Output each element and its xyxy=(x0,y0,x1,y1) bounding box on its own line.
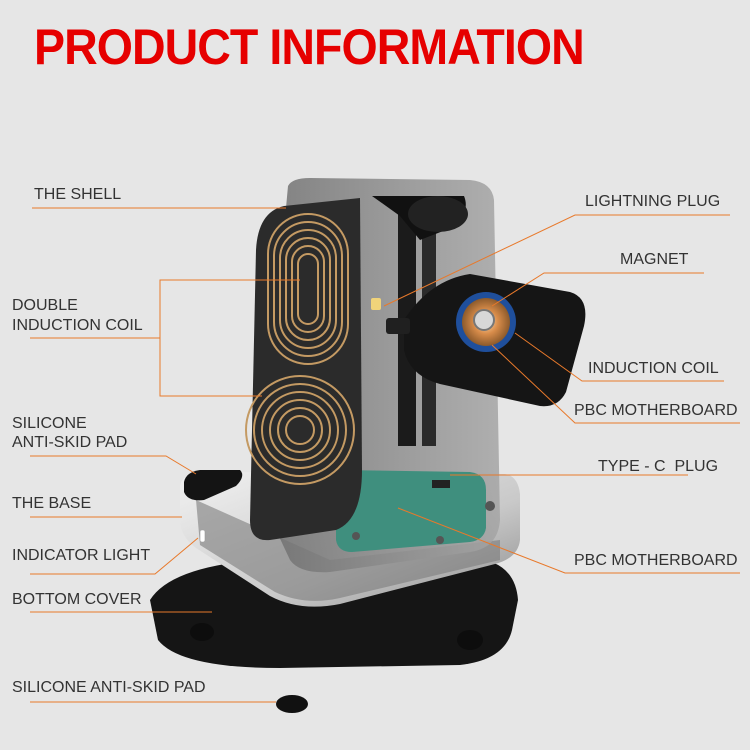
pcb-motherboard-bottom xyxy=(336,470,486,552)
page-title: PRODUCT INFORMATION xyxy=(34,19,585,75)
double-induction-coil xyxy=(245,213,355,485)
label-indicator-light: INDICATOR LIGHT xyxy=(12,547,151,564)
silicone-anti-skid-pad xyxy=(184,470,243,501)
lightning-plug xyxy=(371,298,381,310)
label-double-induction-coil-line1: DOUBLE xyxy=(12,297,78,314)
label-pbc-motherboard-bottom: PBC MOTHERBOARD xyxy=(574,552,738,569)
leader-lines xyxy=(30,207,740,703)
label-silicone-pad-line1: SILICONE xyxy=(12,415,87,432)
magnet xyxy=(473,309,495,331)
label-pbc-motherboard-top: PBC MOTHERBOARD xyxy=(574,402,738,419)
label-double-induction-coil-line2: INDUCTION COIL xyxy=(12,317,143,334)
indicator-light xyxy=(199,529,206,543)
label-induction-coil: INDUCTION COIL xyxy=(588,360,719,377)
bottom-cover xyxy=(150,558,518,668)
label-bottom-silicone-pad: SILICONE ANTI-SKID PAD xyxy=(12,679,206,696)
label-type-c-plug: TYPE - C PLUG xyxy=(598,458,719,475)
label-silicone-pad-line2: ANTI-SKID PAD xyxy=(12,434,128,451)
coil-panel xyxy=(250,198,362,541)
label-the-shell: THE SHELL xyxy=(34,186,122,203)
label-the-base: THE BASE xyxy=(12,495,92,512)
label-lightning-plug: LIGHTNING PLUG xyxy=(585,193,721,210)
label-bottom-cover: BOTTOM COVER xyxy=(12,591,142,608)
bottom-silicone-pad xyxy=(276,695,308,713)
label-magnet: MAGNET xyxy=(620,251,689,268)
